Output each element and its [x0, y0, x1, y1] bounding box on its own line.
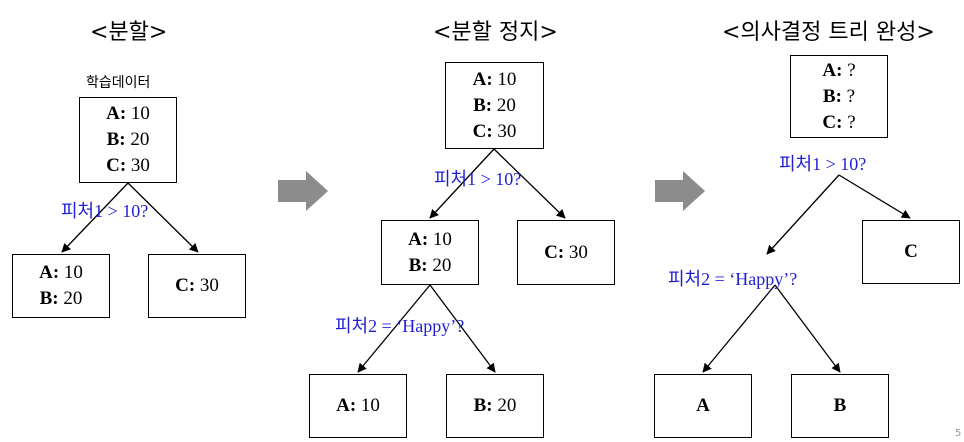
p1-right-node: C: 30 — [148, 254, 246, 318]
label-a: A: — [408, 228, 429, 250]
value-c: 30 — [497, 120, 517, 142]
value-b: 20 — [432, 254, 452, 276]
p1-left-node: A: 10 B: 20 — [12, 254, 110, 318]
value-b: 20 — [130, 129, 150, 150]
p2-condition-1: 피처1 > 10? — [434, 169, 522, 189]
p2-mid-left-node: A: 10 B: 20 — [381, 220, 479, 285]
edge-p2-right — [493, 148, 566, 219]
value-a: 10 — [432, 228, 452, 250]
class-label: C — [904, 241, 918, 262]
right-arrow-icon — [278, 171, 328, 211]
value-c: 30 — [568, 241, 588, 263]
edge-p1-left — [61, 182, 129, 253]
label-c: C: — [544, 241, 565, 263]
label-b: B: — [39, 288, 59, 309]
value-c: 30 — [199, 275, 219, 296]
class-label: A — [696, 395, 710, 416]
label-b: B: — [473, 395, 493, 416]
label-b: B: — [473, 94, 493, 116]
value-c: ? — [847, 111, 856, 133]
p3-condition-2: 피처2 = ‘Happy’? — [668, 269, 798, 289]
label-c: C: — [175, 275, 196, 296]
value-a: ? — [847, 59, 856, 81]
class-label: B — [833, 395, 847, 416]
edge-p3-right — [838, 174, 911, 219]
p2-root-node: A: 10 B: 20 C: 30 — [445, 62, 544, 149]
edge-p2-leaf-left — [357, 284, 431, 373]
edge-p3-leaf-right — [774, 284, 841, 373]
p1-condition: 피처1 > 10? — [61, 201, 149, 221]
label-c: C: — [106, 155, 127, 176]
p2-leaf-right-node: B: 20 — [446, 374, 544, 438]
panel-title-tree-complete: <의사결정 트리 완성> — [722, 20, 935, 45]
value-b: 20 — [497, 395, 517, 416]
label-b: B: — [408, 254, 428, 276]
label-a: A: — [822, 59, 843, 81]
value-a: 10 — [63, 262, 83, 283]
value-b: 20 — [496, 94, 516, 116]
panel-title-split: <분할> — [90, 20, 168, 45]
p2-condition-2: 피처2 = ‘Happy’? — [335, 316, 465, 336]
label-c: C: — [472, 120, 493, 142]
label-a: A: — [106, 103, 127, 124]
label-b: B: — [106, 129, 126, 150]
edge-p3-left — [766, 174, 840, 255]
label-b: B: — [822, 85, 842, 107]
p1-root-node: A: 10 B: 20 C: 30 — [79, 97, 177, 183]
edge-p3-leaf-left — [702, 284, 776, 373]
label-a: A: — [39, 262, 60, 283]
p2-mid-right-node: C: 30 — [517, 220, 615, 285]
value-b: ? — [846, 85, 856, 107]
label-a: A: — [336, 395, 357, 416]
page-number: 5 — [955, 428, 962, 439]
edge-p1-right — [127, 182, 199, 253]
p3-leaf-left-node: A — [654, 374, 752, 438]
value-a: 10 — [360, 395, 380, 416]
p3-leaf-right-node: B — [791, 374, 889, 438]
training-data-caption: 학습데이터 — [86, 75, 151, 91]
p2-leaf-left-node: A: 10 — [309, 374, 407, 438]
edge-p2-leaf-right — [429, 284, 496, 373]
p3-root-node: A: ? B: ? C: ? — [790, 55, 888, 138]
value-c: 30 — [130, 155, 150, 176]
edge-p2-left — [429, 148, 495, 219]
value-a: 10 — [130, 103, 150, 124]
panel-title-stop-split: <분할 정지> — [433, 20, 558, 45]
value-a: 10 — [497, 68, 517, 90]
label-c: C: — [822, 111, 843, 133]
value-b: 20 — [63, 288, 83, 309]
p3-condition-1: 피처1 > 10? — [779, 154, 867, 174]
label-a: A: — [472, 68, 493, 90]
right-arrow-icon — [655, 171, 705, 211]
p3-right-leaf-node: C — [862, 220, 960, 284]
